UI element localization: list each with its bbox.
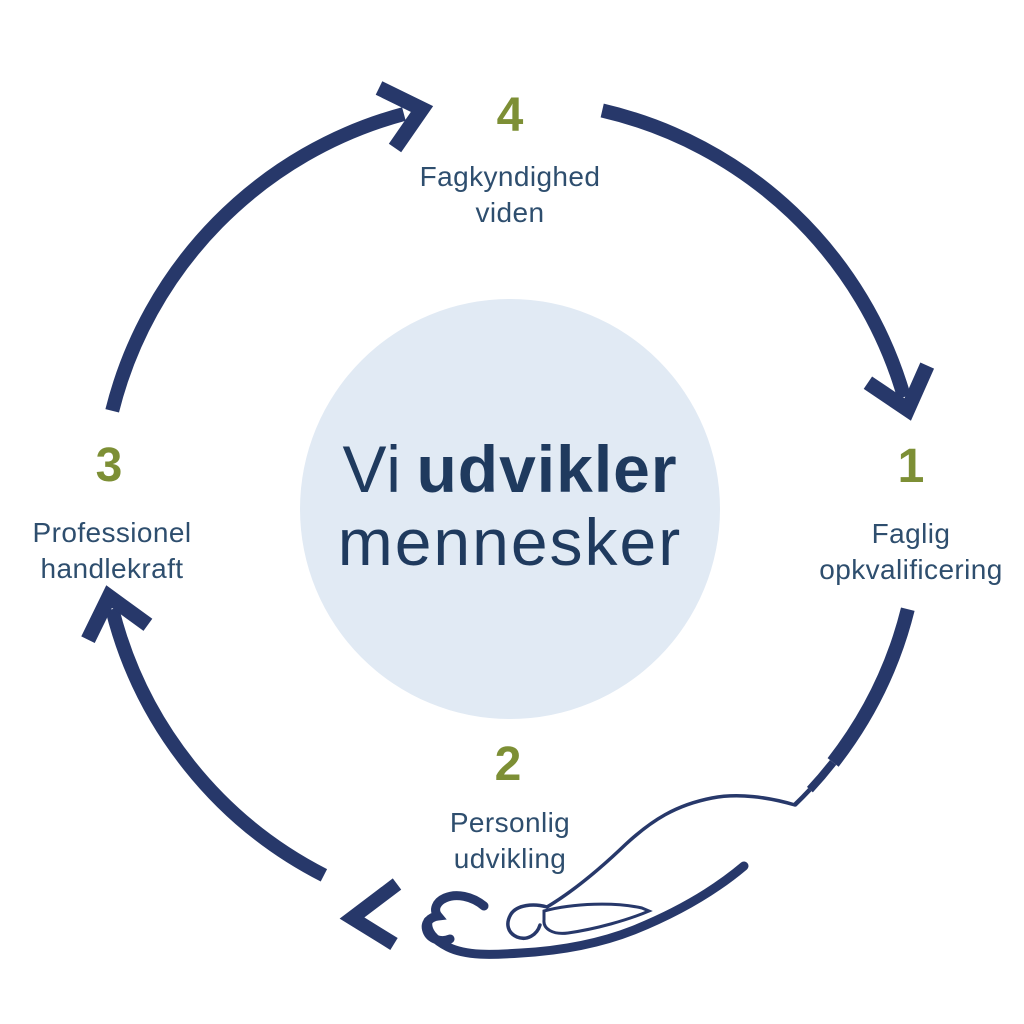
- arrowhead-top-icon: [375, 81, 434, 153]
- step-2-number: 2: [494, 738, 522, 791]
- cycle-arc-left-to-top: [105, 107, 406, 413]
- step-1-label: Faglig opkvalificering: [819, 516, 1002, 588]
- arrowhead-bottom-icon: [339, 878, 402, 950]
- step-1-label-line1: Faglig: [871, 518, 951, 549]
- step-3-label-line1: Professionel: [32, 517, 192, 548]
- hand-thumb: [506, 903, 549, 940]
- step-3-number: 3: [95, 439, 123, 492]
- step-2-label: Personlig udvikling: [450, 805, 570, 877]
- hand-fingertips: [421, 891, 489, 946]
- arrowhead-left-icon: [81, 585, 153, 643]
- center-tagline-line2: mennesker: [337, 505, 683, 579]
- step-1-number: 1: [897, 440, 925, 493]
- cycle-arc-bottom-to-left: [105, 607, 328, 882]
- hand-fingers: [542, 902, 653, 935]
- center-circle: [300, 299, 720, 719]
- hand-top-contour: [545, 794, 797, 909]
- step-4-label-line2: viden: [475, 197, 545, 228]
- tagline-prefix: Vi: [342, 432, 402, 506]
- cycle-arc-right-to-bottom: [827, 607, 915, 767]
- step-4-label: Fagkyndighed viden: [420, 159, 601, 231]
- step-1-label-line2: opkvalificering: [819, 554, 1003, 585]
- cycle-arc-taper-2: [793, 788, 812, 807]
- step-2-label-line1: Personlig: [449, 807, 571, 838]
- step-3-label-line2: handlekraft: [40, 553, 184, 584]
- tagline-bold: udvikler: [416, 432, 678, 506]
- step-3-label: Professionel handlekraft: [33, 515, 192, 587]
- open-hand-icon: [421, 794, 797, 959]
- cycle-arc-top-to-right: [600, 103, 911, 399]
- arrowhead-right-icon: [863, 362, 935, 421]
- step-4-label-line1: Fagkyndighed: [419, 161, 601, 192]
- step-2-label-line2: udvikling: [453, 843, 567, 874]
- cycle-arc-taper-1: [806, 759, 837, 793]
- step-4-number: 4: [496, 89, 524, 142]
